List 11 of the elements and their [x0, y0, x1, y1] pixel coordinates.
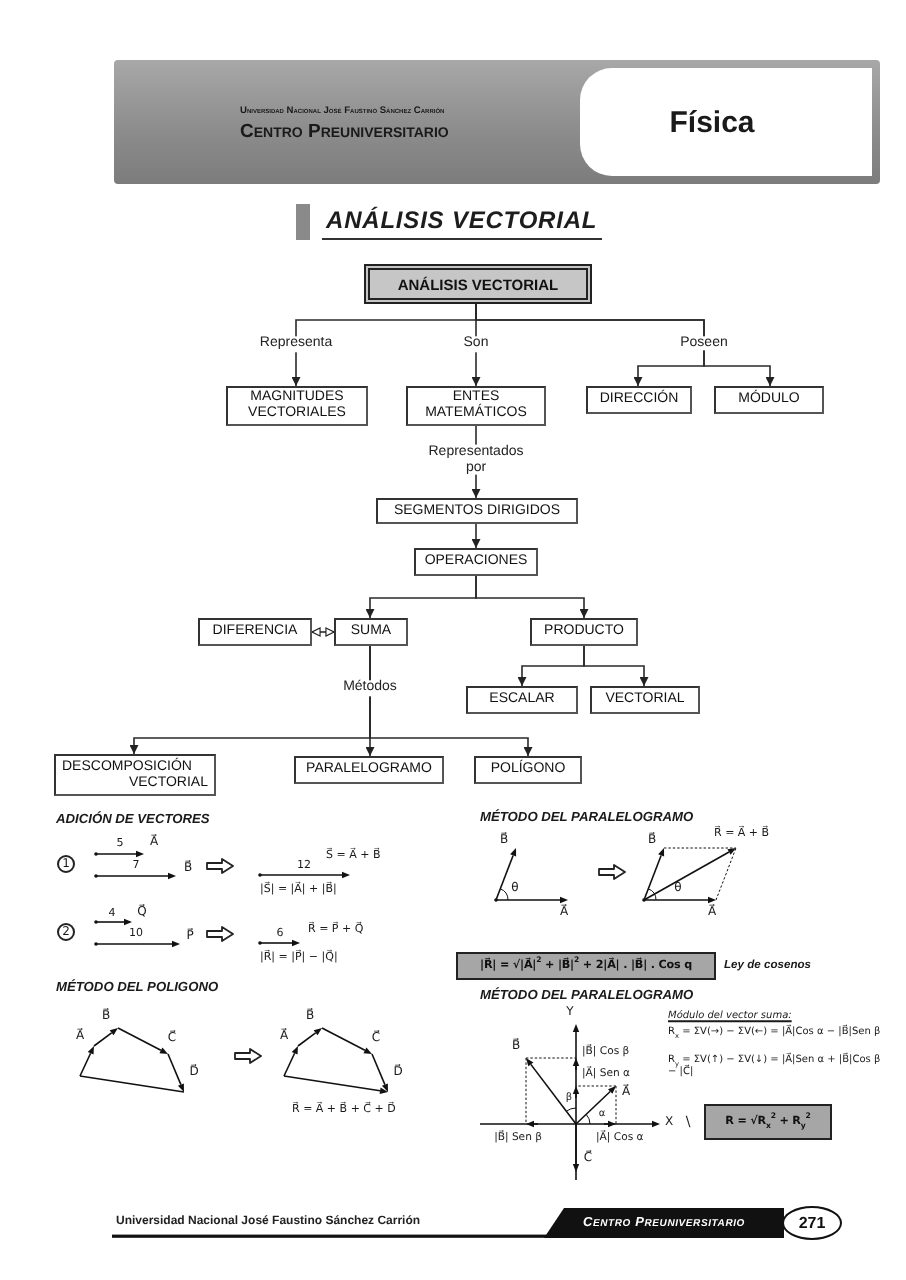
connector-arrow [475, 575, 589, 619]
connector-arrow [369, 645, 533, 757]
connector-arrow [583, 645, 649, 687]
connector-arrow [475, 303, 775, 387]
subject-panel: Física [580, 68, 872, 176]
center-name: Centro Preuniversitario [240, 121, 449, 143]
page-number-oval: 271 [782, 1206, 842, 1240]
connector-arrow [471, 523, 481, 549]
page-title: ANÁLISIS VECTORIAL [296, 204, 602, 240]
connector-arrow [311, 627, 335, 637]
header-banner [114, 60, 880, 184]
